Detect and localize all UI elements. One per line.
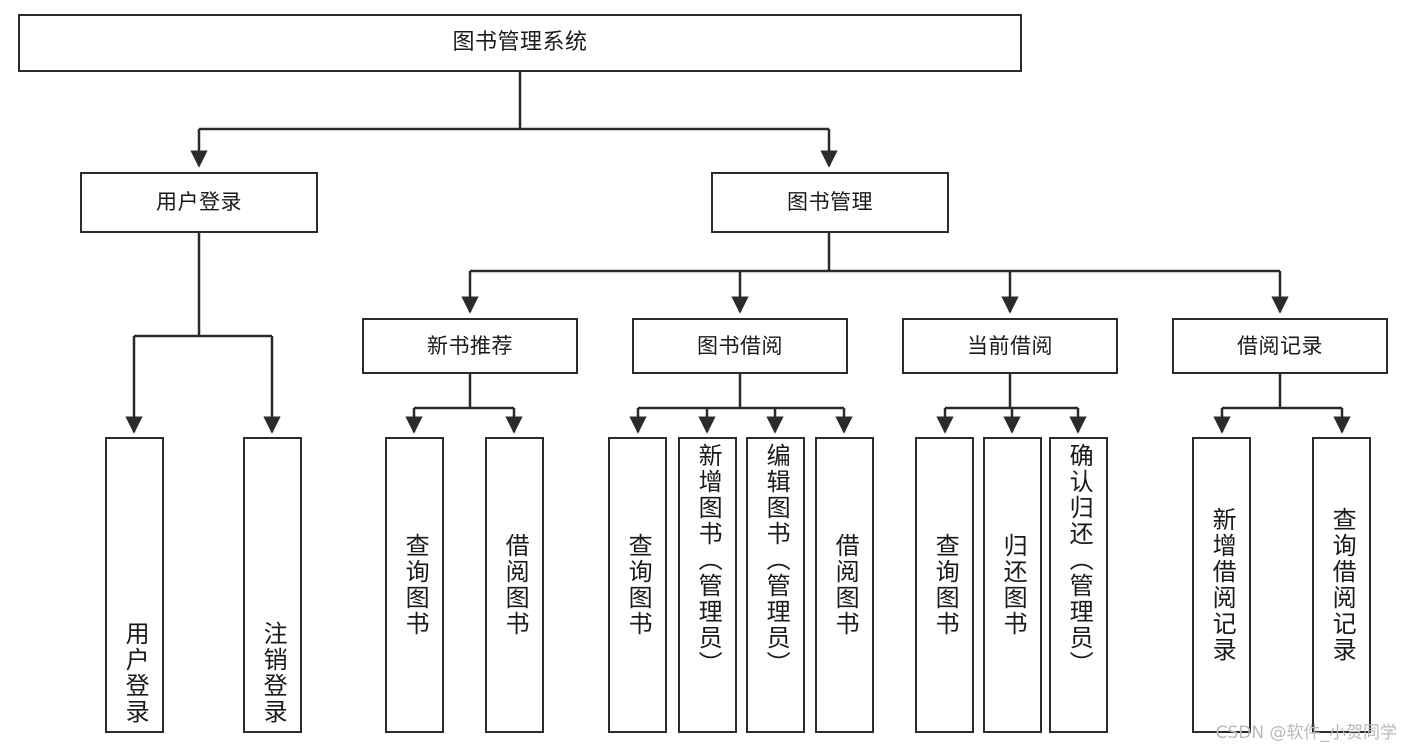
leaf-add-borrow-record[interactable]: 新增借阅记录 <box>1192 437 1251 733</box>
node-book-borrow[interactable]: 图书借阅 <box>632 318 848 374</box>
leaf-query-book-borrow[interactable]: 查询图书 <box>608 437 667 733</box>
node-label: 当前借阅 <box>967 333 1053 358</box>
node-label: 借阅图书 <box>831 533 860 637</box>
leaf-logout-login[interactable]: 注销登录 <box>243 437 302 733</box>
leaf-query-borrow-record[interactable]: 查询借阅记录 <box>1312 437 1371 733</box>
node-label: 新增图书（管理员） <box>694 443 723 677</box>
node-label: 新书推荐 <box>427 333 513 358</box>
leaf-borrow-book[interactable]: 借阅图书 <box>815 437 874 733</box>
node-label: 查询图书 <box>931 533 960 637</box>
node-label: 用户登录 <box>121 621 150 725</box>
node-label: 归还图书 <box>999 533 1028 637</box>
leaf-edit-book-admin[interactable]: 编辑图书（管理员） <box>746 437 805 733</box>
node-new-book-recommend[interactable]: 新书推荐 <box>362 318 578 374</box>
node-label: 借阅图书 <box>501 533 530 637</box>
node-label: 借阅记录 <box>1237 333 1323 358</box>
node-label: 用户登录 <box>156 190 242 215</box>
node-root-system[interactable]: 图书管理系统 <box>18 14 1022 72</box>
node-label: 确认归还（管理员） <box>1065 443 1094 677</box>
node-label: 注销登录 <box>259 621 288 725</box>
watermark-text: CSDN @软件_小贺同学 <box>1215 723 1397 743</box>
node-label: 查询借阅记录 <box>1328 507 1357 663</box>
node-label: 图书借阅 <box>697 333 783 358</box>
leaf-user-login[interactable]: 用户登录 <box>105 437 164 733</box>
leaf-query-book-current[interactable]: 查询图书 <box>915 437 974 733</box>
leaf-borrow-book-new[interactable]: 借阅图书 <box>485 437 544 733</box>
node-label: 图书管理系统 <box>452 30 588 56</box>
node-label: 查询图书 <box>624 533 653 637</box>
node-borrow-record[interactable]: 借阅记录 <box>1172 318 1388 374</box>
node-label: 图书管理 <box>787 190 873 215</box>
leaf-add-book-admin[interactable]: 新增图书（管理员） <box>678 437 737 733</box>
node-label: 新增借阅记录 <box>1208 507 1237 663</box>
leaf-return-book[interactable]: 归还图书 <box>983 437 1042 733</box>
node-label: 编辑图书（管理员） <box>762 443 791 677</box>
node-current-borrow[interactable]: 当前借阅 <box>902 318 1118 374</box>
leaf-query-book-new[interactable]: 查询图书 <box>385 437 444 733</box>
node-user-login[interactable]: 用户登录 <box>80 172 318 233</box>
leaf-confirm-return-admin[interactable]: 确认归还（管理员） <box>1049 437 1108 733</box>
node-label: 查询图书 <box>401 533 430 637</box>
node-book-management[interactable]: 图书管理 <box>711 172 949 233</box>
